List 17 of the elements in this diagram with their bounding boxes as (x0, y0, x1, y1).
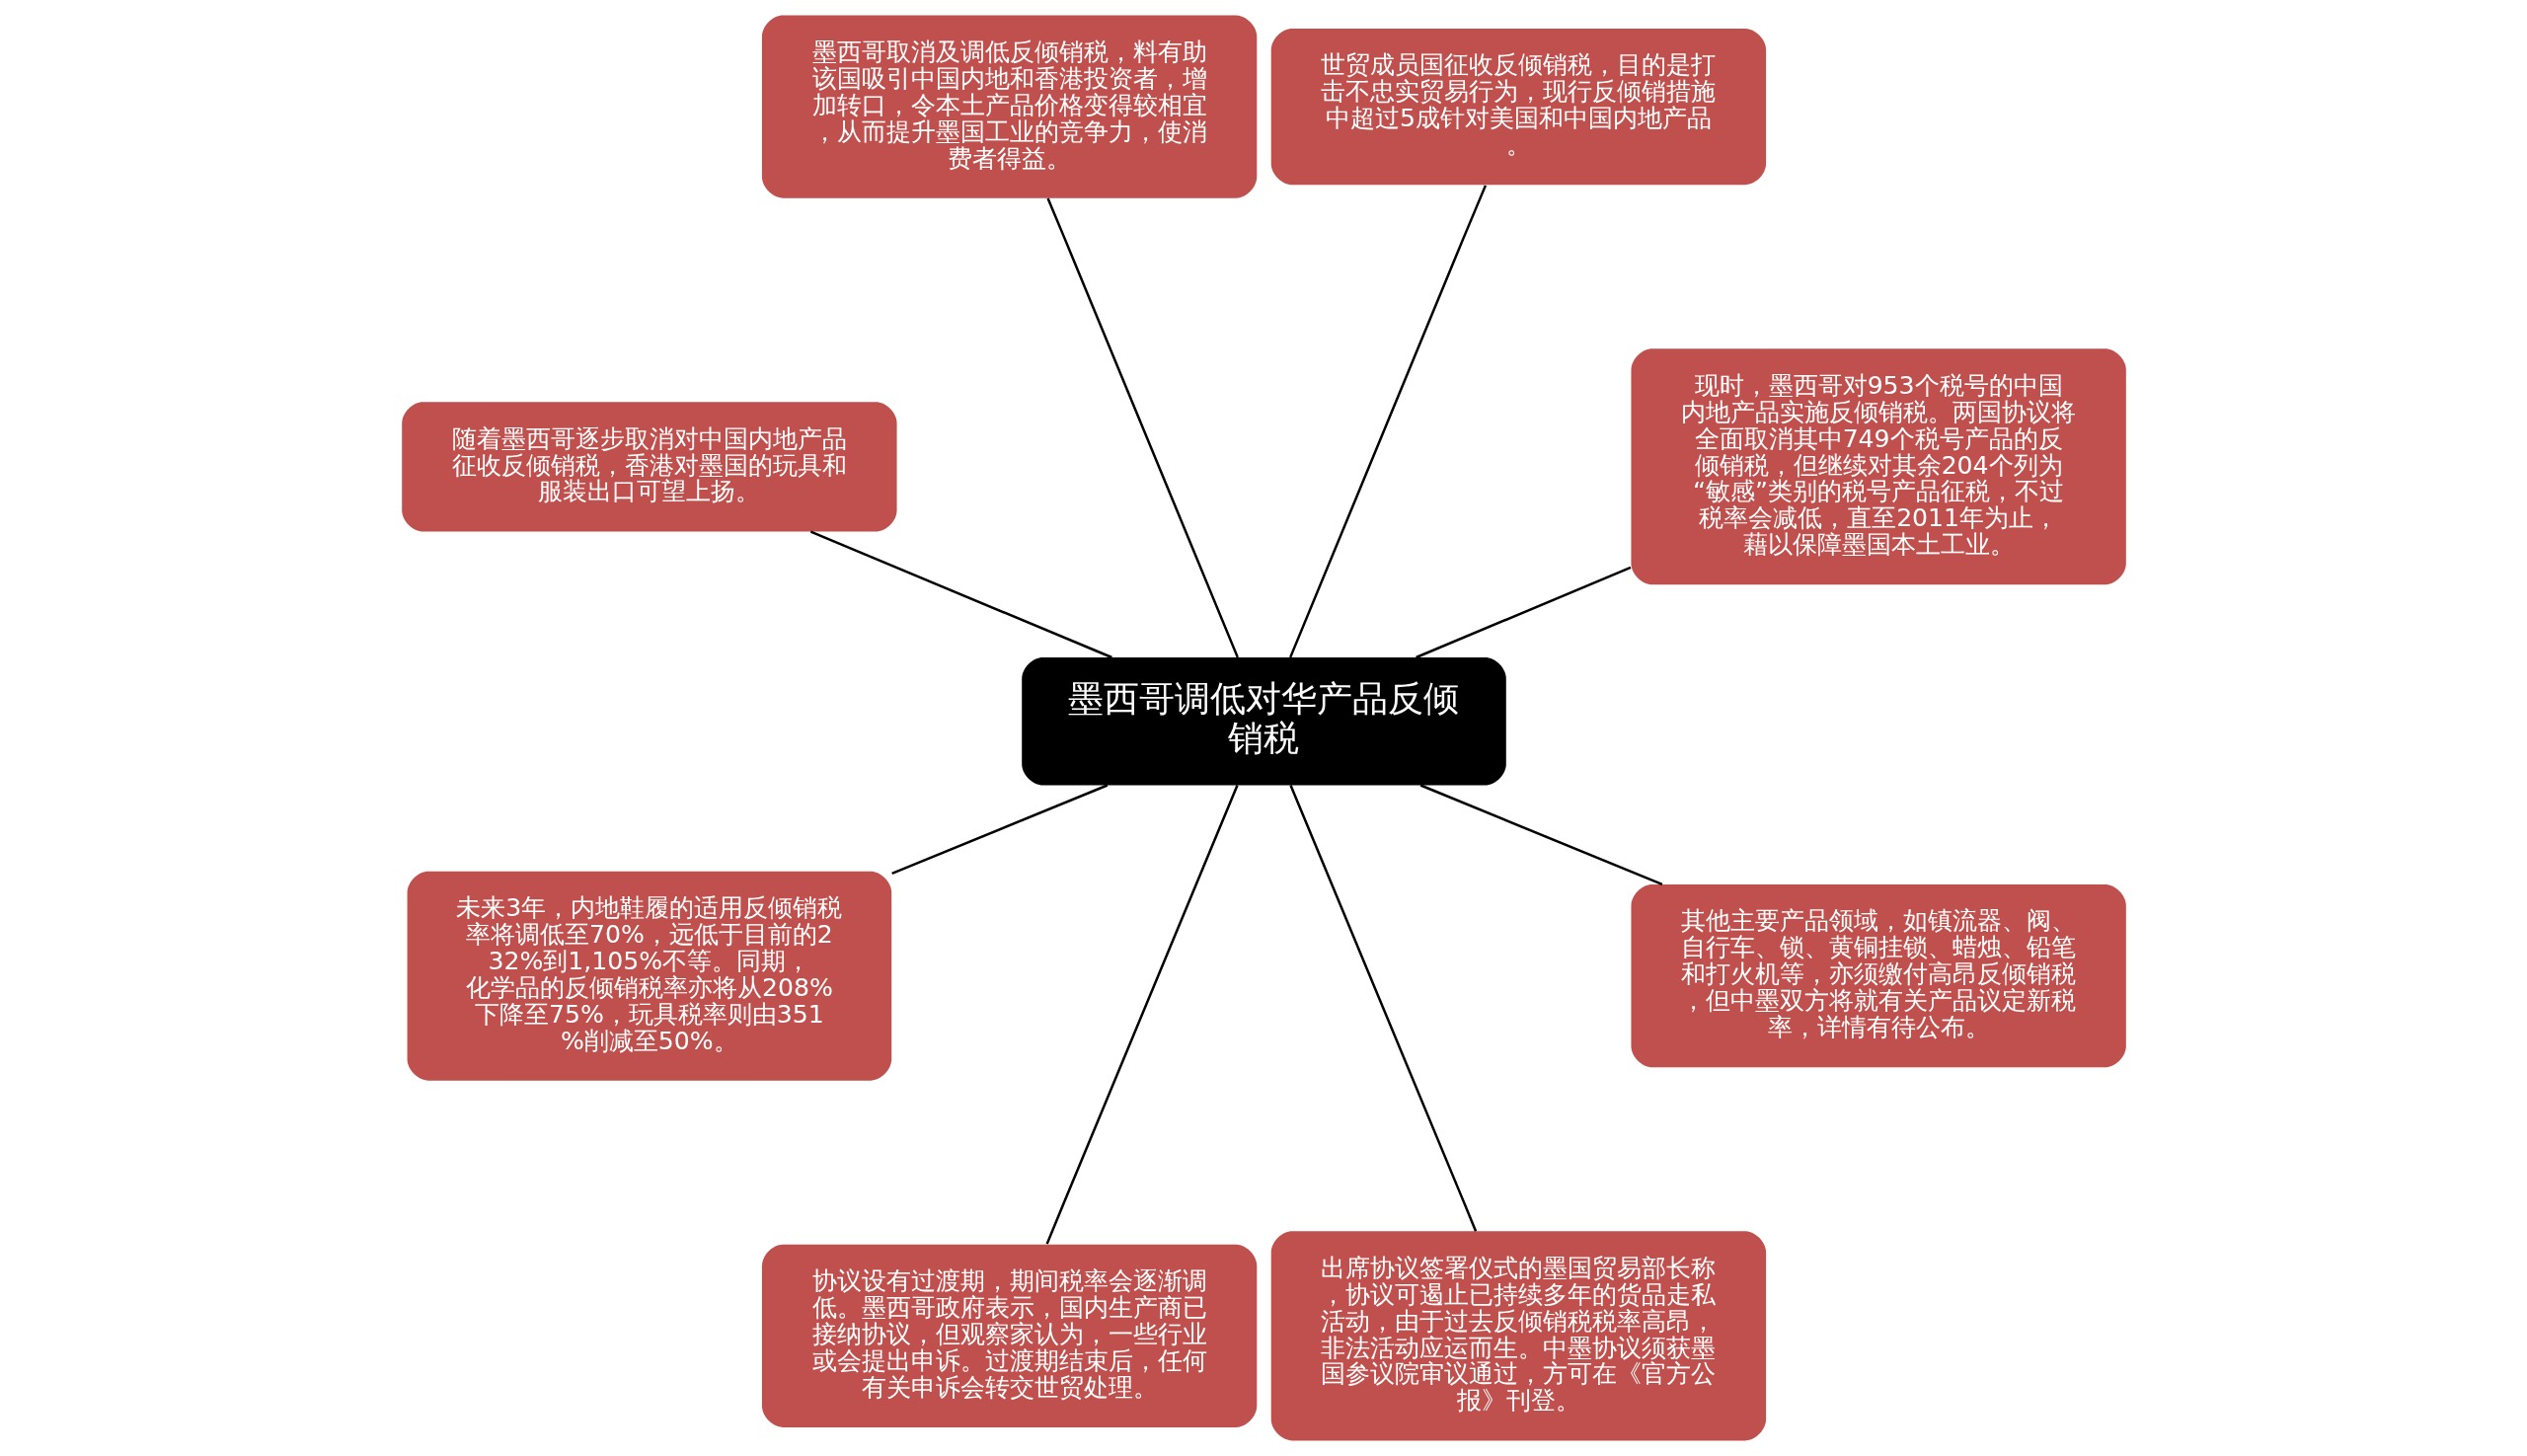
node-box: 现时，墨西哥对953个税号的中国内地产品实施反倾销税。两国协议将全面取消其中749个税号产品的反倾销税，但继续对其余204个列为“敏感”类别的税号产品征税，不过税率会减低，直至2011年为止，藉以保障墨国本土工业。 (1630, 348, 2126, 585)
connector (1419, 784, 1662, 885)
connector (1045, 197, 1239, 658)
connector (1415, 566, 1631, 659)
node-box: 世贸成员国征收反倾销税，目的是打击不忠实贸易行为，现行反倾销措施中超过5成针对美国和中国内地产品。 (1270, 29, 1766, 186)
node-box: 出席协议签署仪式的墨国贸易部长称，协议可遏止已持续多年的货品走私活动，由于过去反倾销税税率高昂，非法活动应运而生。中墨协议须获墨国参议院审议通过，方可在《官方公报》刊登。 (1270, 1231, 1766, 1441)
node-box: 其他主要产品领域，如镇流器、阀、自行车、锁、黄铜挂锁、蜡烛、铅笔和打火机等，亦须缴付高昂反倾销税，但中墨双方将就有关产品议定新税率，详情有待公布。 (1630, 884, 2126, 1068)
connector (1288, 785, 1477, 1232)
node-box: 墨西哥取消及调低反倾销税，料有助该国吸引中国内地和香港投资者，增加转口，令本土产品价格变得较相宜，从而提升墨国工业的竞争力，使消费者得益。 (761, 15, 1257, 198)
node-box: 未来3年，内地鞋履的适用反倾销税率将调低至70%，远低于目前的232%到1,105%不等。同期，化学品的反倾销税率亦将从208%下降至75%，玩具税率则由351%削减至50%。 (407, 871, 891, 1081)
connector (890, 784, 1108, 875)
node-box: 墨西哥调低对华产品反倾销税 (1021, 657, 1506, 786)
node-box: 协议设有过渡期，期间税率会逐渐调低。墨西哥政府表示，国内生产商已接纳协议，但观察家认为，一些行业或会提出申诉。过渡期结束后，任何有关申诉会转交世贸处理。 (761, 1244, 1257, 1427)
connector (809, 530, 1112, 659)
node-box: 随着墨西哥逐步取消对中国内地产品征收反倾销税，香港对墨国的玩具和服装出口可望上扬。 (401, 402, 897, 532)
connector (1288, 185, 1487, 658)
connector (1045, 785, 1239, 1245)
